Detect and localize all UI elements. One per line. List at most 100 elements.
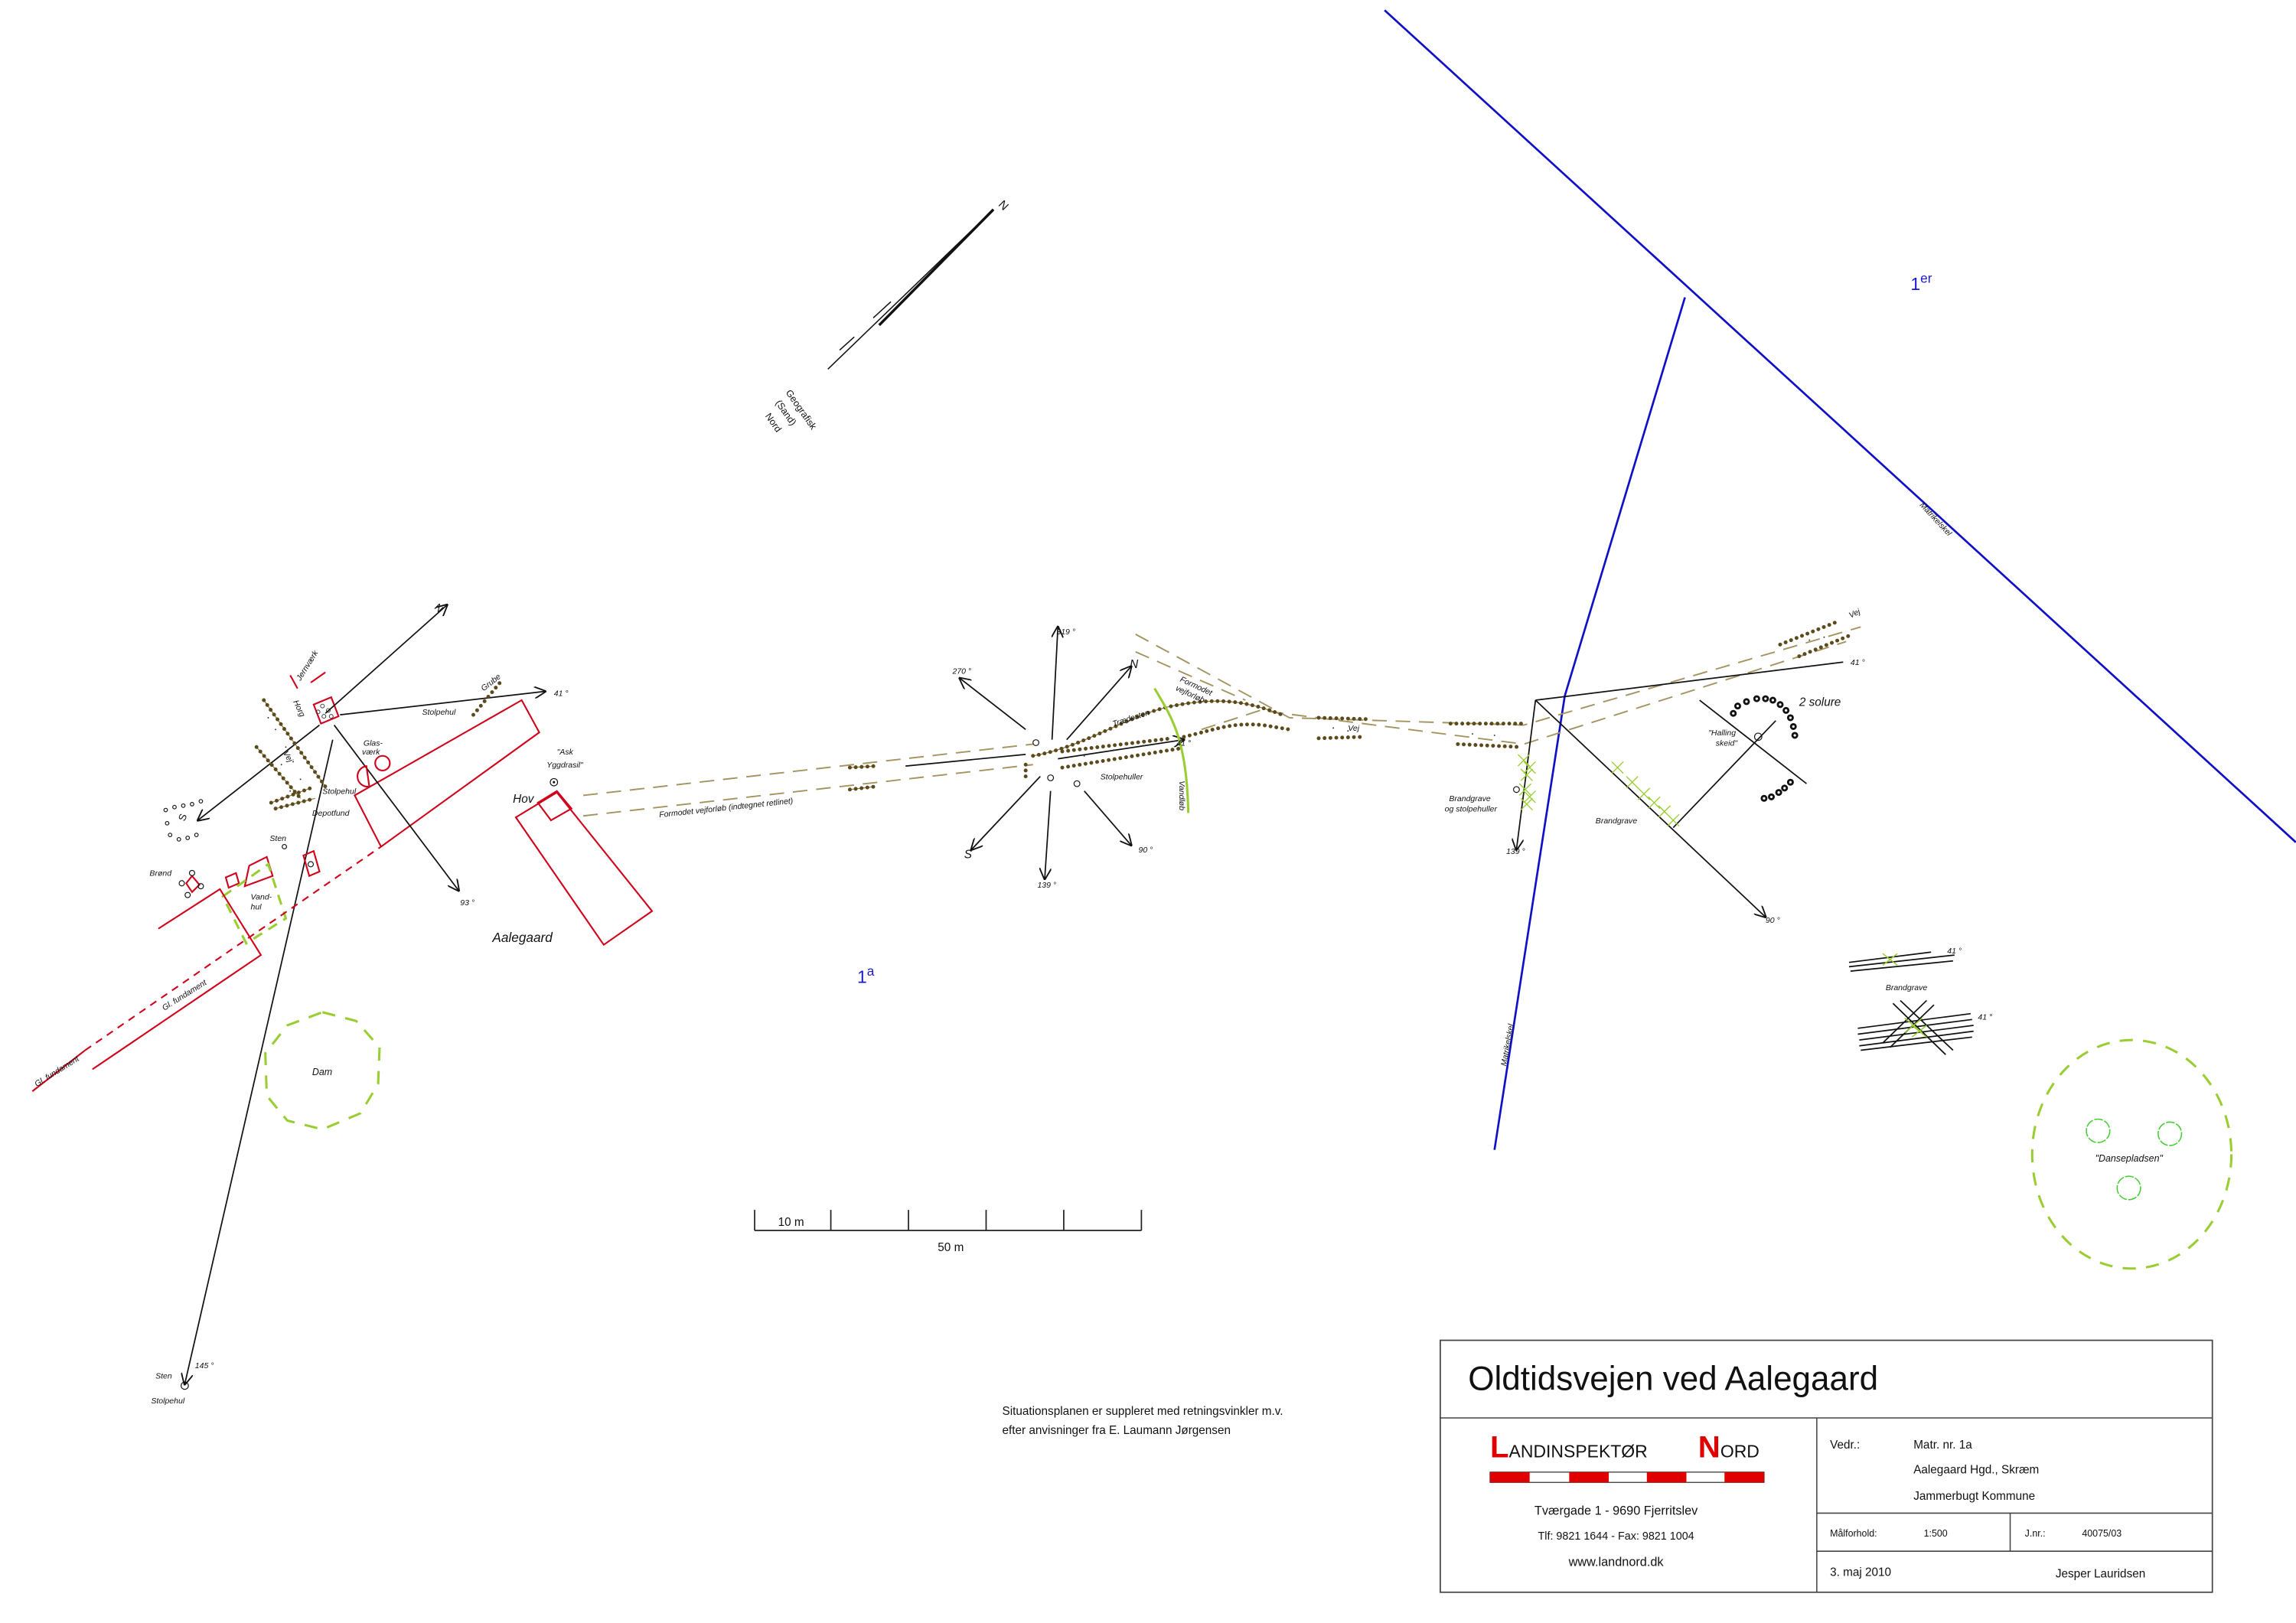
brandgrave-symbol	[1848, 951, 1974, 1055]
arrow-90	[1534, 699, 1766, 917]
boundary-label: Matrikelskel	[1918, 500, 1954, 538]
scale-total-label: 50 m	[938, 1241, 964, 1254]
label-ask-yggdrasil: "Ask	[557, 748, 574, 757]
company-phone: Tlf: 9821 1644 - Fax: 9821 1004	[1538, 1530, 1694, 1543]
label-n: N	[432, 601, 445, 614]
arrow-n	[1066, 666, 1131, 741]
label-vej: Vej	[1848, 607, 1862, 620]
label-halling-skeid: "Halling	[1708, 728, 1736, 738]
label-brandgrave: Brandgrave	[1596, 816, 1638, 826]
label-ask-yggdrasil: Yggdrasil"	[546, 761, 584, 770]
company-logo: LANDINSPEKTØR NORD	[1489, 1430, 1765, 1483]
label-horg: Horg	[291, 699, 307, 719]
label-aalegaard: Aalegaard	[491, 930, 553, 945]
note-text: Situationsplanen er suppleret med retnin…	[1003, 1405, 1283, 1418]
label-vej: Vej	[281, 749, 295, 764]
boundary-line	[1493, 297, 1686, 1150]
label-glasvaerk: Glas-	[364, 738, 383, 748]
label-stolpehul: Stolpehul	[322, 787, 357, 797]
svg-text:NORD: NORD	[1698, 1430, 1760, 1465]
label-depotfund: Depotfund	[312, 809, 351, 818]
label-solure: 2 solure	[1799, 696, 1841, 709]
horg-square	[312, 696, 340, 725]
north-label: N	[996, 198, 1011, 213]
label-n: N	[1130, 658, 1139, 671]
label-93: 93 °	[460, 898, 475, 908]
label-sten: Sten	[155, 1371, 172, 1380]
vedr-value: Aalegaard Hgd., Skræm	[1913, 1464, 2039, 1477]
arrow-270	[960, 678, 1026, 730]
label-319: 319 °	[1056, 627, 1075, 637]
label-brandgrave: Brandgrave	[1449, 794, 1491, 803]
label-270: 270 °	[951, 667, 971, 676]
company-website: www.landnord.dk	[1568, 1555, 1665, 1569]
label-vandlob: Vandløb	[1177, 781, 1186, 810]
boundary-label: Matrikelskel	[1499, 1023, 1516, 1067]
label-brandgrave: Brandgrave	[1886, 983, 1928, 992]
label-90: 90 °	[1766, 916, 1780, 925]
label-41: 41 °	[1947, 947, 1962, 956]
hatched-building	[514, 791, 654, 947]
parcel-label-1a: 1a	[857, 963, 875, 987]
vedr-label: Vedr.:	[1830, 1439, 1860, 1452]
vedr-value: Matr. nr. 1a	[1913, 1439, 1972, 1452]
label-glasvaerk: værk	[362, 748, 380, 757]
label-41: 41 °	[1978, 1012, 1992, 1022]
geographic-north-arrow: N Geografisk (Sand) Nord	[763, 198, 1011, 435]
scale-value: 1:500	[1924, 1528, 1948, 1539]
east-site: Brandgrave og stolpehuller 139 ° 41 ° 90…	[1445, 607, 2233, 1270]
aalegaard-site: Jernværk Horg Vej N S 41 ° 93 ° 145 ° St…	[31, 601, 654, 1406]
svg-text:LANDINSPEKTØR: LANDINSPEKTØR	[1490, 1430, 1648, 1465]
label-stolpehul: Stolpehul	[422, 708, 456, 717]
parcel-label-1er: 1er	[1910, 270, 1932, 294]
vedr-value: Jammerbugt Kommune	[1913, 1490, 2035, 1503]
label-stolpehul: Stolpehul	[151, 1396, 185, 1406]
label-dansepladsen: "Dansepladsen"	[2095, 1153, 2164, 1164]
jnr-value: 40075/03	[2082, 1528, 2122, 1539]
note-text: efter anvisninger fra E. Laumann Jørgens…	[1003, 1424, 1231, 1437]
danseplads-outline	[2030, 1038, 2233, 1270]
arrow-n	[325, 605, 447, 714]
label-vej: Vej	[1348, 724, 1359, 733]
label-90: 90 °	[1139, 846, 1153, 855]
hatched-building	[354, 699, 540, 849]
label-gl-fundament: Gl. fundament	[33, 1054, 81, 1089]
arrow-139	[1045, 790, 1051, 879]
company-address: Tværgade 1 - 9690 Fjerritslev	[1534, 1504, 1698, 1517]
label-vandhul: Vand-	[251, 892, 272, 901]
label-sten: Sten	[269, 834, 286, 843]
label-dam: Dam	[312, 1067, 332, 1077]
drawing-title: Oldtidsvejen ved Aalegaard	[1468, 1361, 1878, 1398]
label-traedesten: Trædesten	[1111, 708, 1150, 728]
label-s: S	[176, 812, 189, 823]
jnr-label: J.nr.:	[2025, 1528, 2046, 1539]
arrow-139	[1516, 699, 1537, 849]
label-41: 41 °	[1851, 658, 1865, 667]
label-139: 139 °	[1506, 847, 1525, 856]
label-brond: Brønd	[149, 869, 172, 878]
arrow-93	[333, 725, 459, 891]
arrow-145	[184, 739, 334, 1384]
title-block: Oldtidsvejen ved Aalegaard LANDINSPEKTØR…	[1440, 1339, 2213, 1593]
arrow-319	[1051, 627, 1058, 740]
arrow-41	[1058, 740, 1184, 760]
label-139: 139 °	[1037, 881, 1056, 890]
tree-icon	[2086, 1118, 2183, 1201]
property-boundaries: Matrikelskel Matrikelskel 1er 1a	[857, 9, 2296, 1150]
label-stolpehuller: Stolpehuller	[1101, 772, 1143, 781]
label-145: 145 °	[195, 1361, 214, 1370]
arrow-90	[1084, 790, 1131, 846]
brandgrave-marks	[1517, 754, 1680, 827]
line-41	[1535, 661, 1844, 701]
arrow-s	[198, 724, 321, 820]
scale-bar: 10 m 50 m	[754, 1210, 1143, 1254]
label-41: 41 °	[1176, 738, 1191, 748]
scale-label: Målforhold:	[1830, 1528, 1877, 1539]
label-hov: Hov	[513, 793, 535, 806]
label-41: 41 °	[554, 689, 569, 698]
hov-square	[536, 790, 573, 822]
arrow-s	[971, 775, 1041, 850]
label-halling-skeid: skeid"	[1716, 738, 1739, 748]
label-brandgrave: og stolpehuller	[1445, 804, 1498, 813]
